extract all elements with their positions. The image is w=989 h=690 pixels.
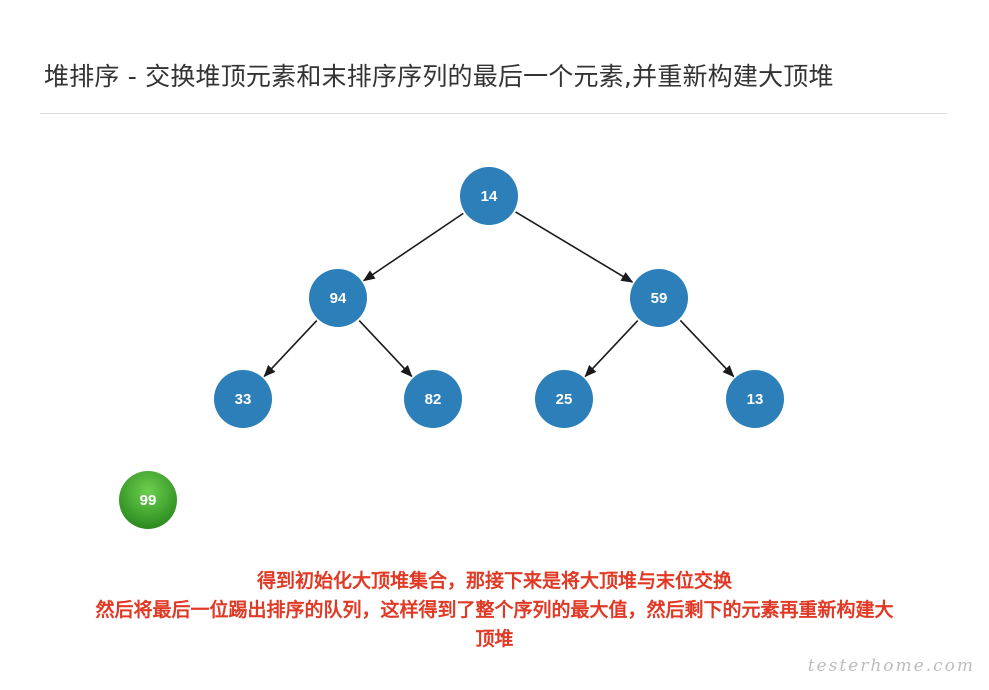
caption-line-1: 得到初始化大顶堆集合，那接下来是将大顶堆与末位交换	[256, 570, 732, 592]
heap-node-14: 14	[460, 167, 518, 225]
watermark: testerhome.com	[807, 656, 975, 676]
tree-edge-n1-n3	[263, 320, 318, 378]
tree-edge-n2-n5	[584, 320, 639, 378]
heap-node-59: 59	[630, 269, 688, 327]
tree-edge-n2-n6	[679, 319, 735, 378]
tree-edge-n0-n1	[362, 212, 464, 282]
heap-node-59-circle	[630, 269, 688, 327]
title-divider	[40, 113, 947, 114]
heap-node-25-label: 25	[556, 391, 573, 408]
heap-node-94-label: 94	[330, 290, 347, 307]
heap-node-13: 13	[726, 370, 784, 428]
heap-node-94-circle	[309, 269, 367, 327]
heap-node-25: 25	[535, 370, 593, 428]
heap-node-33: 33	[214, 370, 272, 428]
heap-node-82: 82	[404, 370, 462, 428]
tree-edge-n1-n4	[358, 320, 413, 378]
caption-line-3: 顶堆	[475, 628, 514, 650]
page-title: 堆排序 - 交换堆顶元素和末排序序列的最后一个元素,并重新构建大顶堆	[44, 62, 834, 91]
heap-node-59-label: 59	[651, 290, 668, 307]
heap-node-82-circle	[404, 370, 462, 428]
heap-node-33-label: 33	[235, 391, 252, 408]
tree-edge-n0-n2	[515, 211, 634, 283]
removed-max-node-99-circle	[119, 471, 177, 529]
heap-node-14-label: 14	[481, 188, 498, 205]
removed-max-node-99-label: 99	[140, 492, 157, 509]
heap-node-25-circle	[535, 370, 593, 428]
heap-node-82-label: 82	[425, 391, 442, 408]
heap-node-13-label: 13	[747, 391, 764, 408]
removed-max-node-99: 99	[119, 471, 177, 529]
caption-line-2: 然后将最后一位踢出排序的队列，这样得到了整个序列的最大值，然后剩下的元素再重新构…	[95, 599, 894, 621]
heap-node-14-circle	[460, 167, 518, 225]
heap-node-13-circle	[726, 370, 784, 428]
explanation-caption: 得到初始化大顶堆集合，那接下来是将大顶堆与末位交换 然后将最后一位踢出排序的队列…	[0, 567, 989, 654]
heap-node-33-circle	[214, 370, 272, 428]
heap-node-94: 94	[309, 269, 367, 327]
